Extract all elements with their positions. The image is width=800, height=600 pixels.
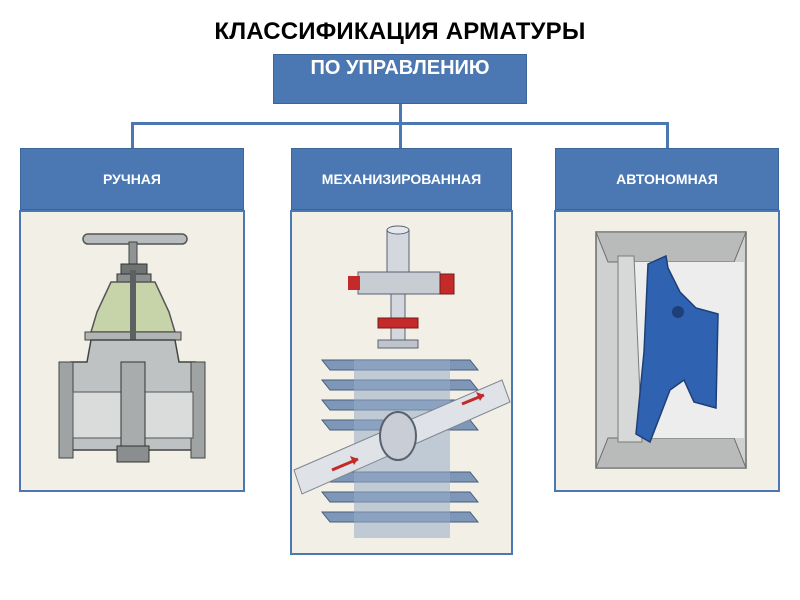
- root-node: ПО УПРАВЛЕНИЮ: [273, 54, 527, 104]
- check-valve-illustration: [595, 231, 747, 469]
- category-autonomous: АВТОНОМНАЯ: [555, 148, 779, 210]
- manual-valve-panel: [19, 210, 245, 492]
- mechanized-valve-panel: [290, 210, 513, 555]
- category-manual: РУЧНАЯ: [20, 148, 244, 210]
- connector-root-stem: [399, 104, 402, 123]
- connector-left: [131, 122, 134, 149]
- category-mechanized: МЕХАНИЗИРОВАННАЯ: [291, 148, 512, 210]
- connector-middle: [399, 122, 402, 149]
- diagram-title: КЛАССИФИКАЦИЯ АРМАТУРЫ: [214, 18, 586, 45]
- mechanized-valve-illustration: [293, 225, 511, 538]
- autonomous-valve-panel: [554, 210, 780, 492]
- gate-valve-illustration: [58, 233, 206, 463]
- category-mechanized-label: МЕХАНИЗИРОВАННАЯ: [321, 171, 482, 187]
- connector-right: [666, 122, 669, 149]
